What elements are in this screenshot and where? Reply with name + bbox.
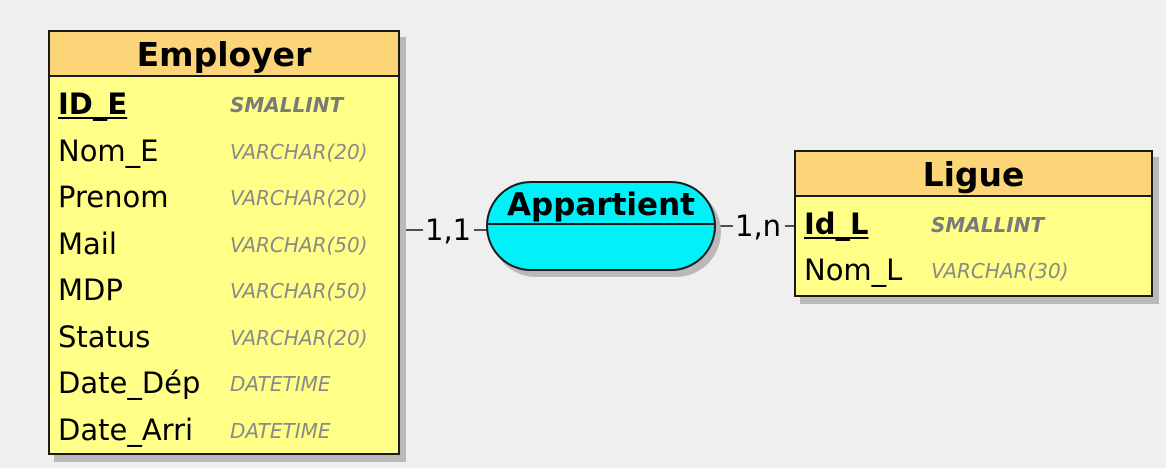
entity-title: Ligue bbox=[796, 152, 1151, 197]
association-title: Appartient bbox=[488, 183, 714, 225]
attribute-type: DATETIME bbox=[230, 372, 331, 396]
attribute-list: Id_L SMALLINT Nom_L VARCHAR(30) bbox=[796, 197, 1151, 293]
attribute-type: VARCHAR(20) bbox=[230, 139, 368, 164]
attribute-row: Id_L SMALLINT bbox=[796, 201, 1151, 247]
attribute-row: Prenom VARCHAR(20) bbox=[50, 174, 398, 221]
attribute-row: Status VARCHAR(20) bbox=[50, 314, 398, 361]
attribute-name: Nom_E bbox=[58, 133, 159, 168]
attribute-type: VARCHAR(30) bbox=[931, 259, 1069, 283]
attribute-row: Nom_E VARCHAR(20) bbox=[50, 128, 398, 175]
entity-ligue[interactable]: Ligue Id_L SMALLINT Nom_L VARCHAR(30) bbox=[794, 150, 1153, 297]
attribute-row: Nom_L VARCHAR(30) bbox=[796, 247, 1151, 293]
attribute-row: ID_E SMALLINT bbox=[50, 81, 398, 128]
attribute-name: Date_Dép bbox=[58, 366, 201, 400]
primary-key-name: ID_E bbox=[58, 87, 128, 121]
attribute-name: Date_Arri bbox=[58, 412, 194, 447]
entity-employer[interactable]: Employer ID_E SMALLINT Nom_E VARCHAR(20)… bbox=[48, 30, 400, 455]
attribute-row: Date_Arri DATETIME bbox=[50, 407, 398, 454]
attribute-type: VARCHAR(50) bbox=[230, 232, 368, 257]
attribute-name: Nom_L bbox=[804, 253, 903, 287]
cardinality-employer: 1,1 bbox=[425, 213, 472, 247]
attribute-type: SMALLINT bbox=[230, 93, 344, 117]
attribute-name: Status bbox=[58, 319, 151, 354]
attribute-type: VARCHAR(20) bbox=[230, 325, 368, 350]
attribute-type: VARCHAR(50) bbox=[230, 279, 368, 303]
association-appartient[interactable]: Appartient bbox=[486, 181, 716, 271]
primary-key-name: Id_L bbox=[804, 207, 869, 241]
cardinality-ligue: 1,n bbox=[735, 209, 782, 243]
attribute-name: MDP bbox=[58, 273, 123, 307]
entity-title: Employer bbox=[50, 32, 398, 77]
attribute-list: ID_E SMALLINT Nom_E VARCHAR(20) Prenom V… bbox=[50, 77, 398, 453]
attribute-type: DATETIME bbox=[230, 418, 331, 443]
attribute-name: Prenom bbox=[58, 180, 169, 214]
attribute-type: SMALLINT bbox=[931, 213, 1045, 237]
attribute-name: Mail bbox=[58, 226, 117, 261]
attribute-type: VARCHAR(20) bbox=[230, 186, 368, 210]
attribute-row: Mail VARCHAR(50) bbox=[50, 221, 398, 268]
attribute-row: Date_Dép DATETIME bbox=[50, 360, 398, 407]
attribute-row: MDP VARCHAR(50) bbox=[50, 267, 398, 314]
